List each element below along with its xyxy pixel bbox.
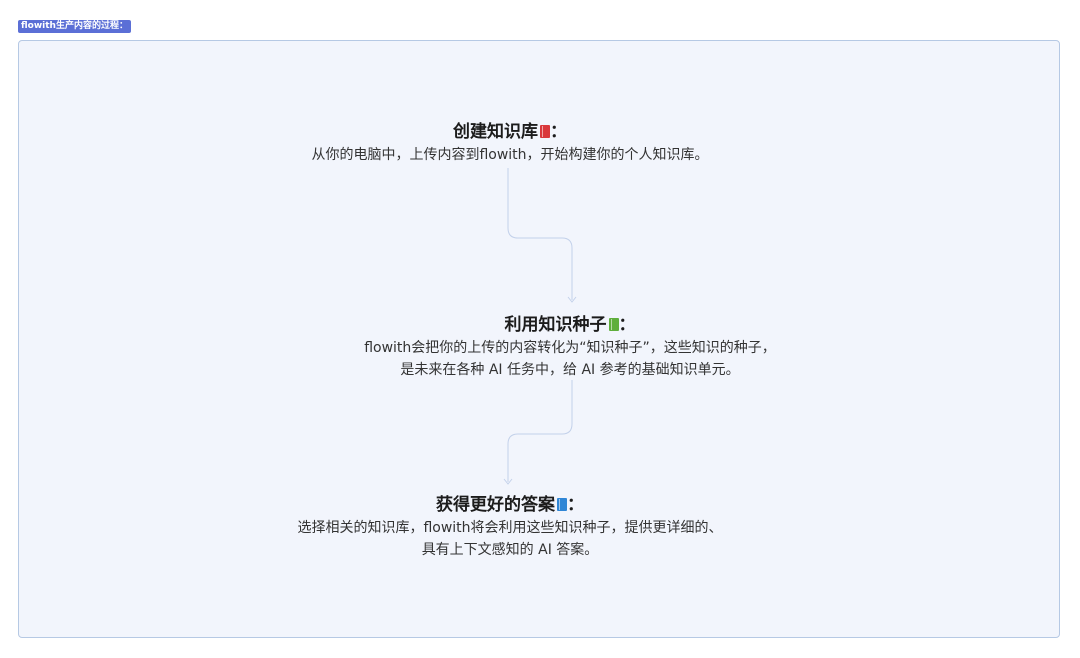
header-tag: flowith生产内容的过程： bbox=[18, 20, 131, 33]
node-desc-line: 选择相关的知识库，flowith将会利用这些知识种子，提供更详细的、 bbox=[297, 520, 723, 536]
red-book-icon bbox=[540, 125, 550, 138]
node-title: 创建知识库： bbox=[453, 122, 567, 142]
node-desc-line: 从你的电脑中，上传内容到flowith，开始构建你的个人知识库。 bbox=[311, 147, 709, 163]
green-book-icon bbox=[608, 318, 619, 331]
node-title: 利用知识种子： bbox=[504, 315, 636, 335]
node-desc-line: 具有上下文感知的 AI 答案。 bbox=[421, 542, 599, 558]
blue-book-icon bbox=[557, 498, 567, 511]
node-create-knowledge-base: 创建知识库： 从你的电脑中，上传内容到flowith，开始构建你的个人知识库。 bbox=[230, 120, 790, 166]
node-use-knowledge-seeds: 利用知识种子： flowith会把你的上传的内容转化为“知识种子”，这些知识的种… bbox=[290, 313, 850, 381]
flow-panel bbox=[18, 40, 1060, 638]
node-title: 获得更好的答案： bbox=[436, 495, 584, 515]
node-desc-line: flowith会把你的上传的内容转化为“知识种子”，这些知识的种子， bbox=[364, 340, 776, 356]
node-desc-line: 是未来在各种 AI 任务中，给 AI 参考的基础知识单元。 bbox=[400, 362, 740, 378]
node-get-better-answers: 获得更好的答案： 选择相关的知识库，flowith将会利用这些知识种子，提供更详… bbox=[230, 493, 790, 561]
